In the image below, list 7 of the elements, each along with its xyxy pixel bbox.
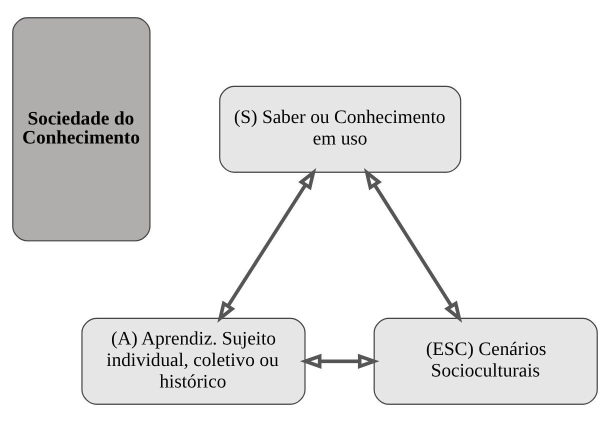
arrow <box>300 353 380 368</box>
node-box: Sociedade do Conhecimento <box>12 16 151 241</box>
node-box: (S) Saber ou Conhecimento em uso <box>219 85 462 172</box>
arrow <box>364 168 462 322</box>
node-box: (A) Aprendiz. Sujeito individual, coletivo ou histórico <box>81 317 306 404</box>
arrow <box>217 168 316 322</box>
node-box: (ESC) Cenários Socioculturais <box>374 317 598 404</box>
